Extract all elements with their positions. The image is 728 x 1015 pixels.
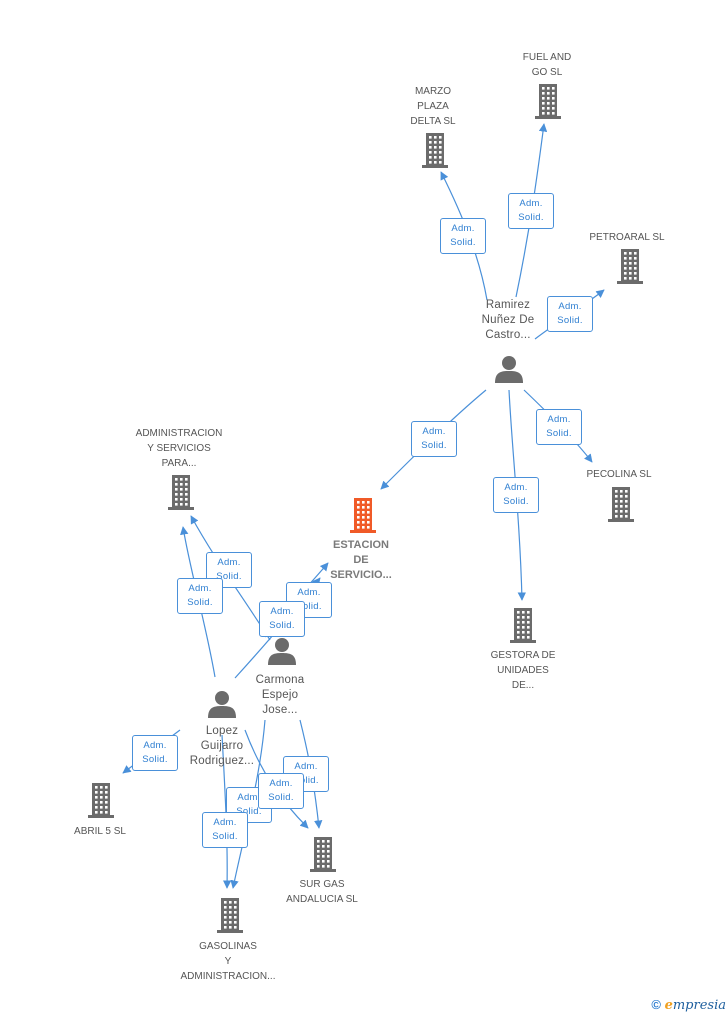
edge-role-badge[interactable]: Adm. Solid. (258, 773, 304, 809)
person-icon[interactable] (268, 638, 296, 665)
node-label-sur-gas[interactable]: SUR GAS ANDALUCIA SL (286, 879, 358, 905)
badge-line-2: Solid. (293, 775, 319, 786)
badge-line-1: Adm. (422, 426, 446, 437)
badge-line-1: Adm. (558, 301, 582, 312)
brand-name: mpresia (672, 998, 726, 1013)
company-building-icon[interactable] (535, 84, 561, 119)
badge-line-2: Solid. (450, 237, 476, 248)
badge-line-1: Adm. (237, 792, 261, 803)
empresia-brand[interactable]: © empresia (651, 997, 726, 1013)
company-building-icon[interactable] (217, 898, 243, 933)
company-building-icon[interactable] (422, 133, 448, 168)
badge-line-1: Adm. (519, 198, 543, 209)
node-label-lopez[interactable]: Lopez Guijarro Rodriguez... (189, 725, 255, 767)
badge-line-1: Adm. (213, 817, 237, 828)
edge-role-badge[interactable]: Adm. Solid. (177, 578, 223, 614)
badge-line-1: Adm. (451, 223, 475, 234)
badge-line-2: Solid. (236, 806, 262, 817)
node-label-estacion[interactable]: ESTACION DE SERVICIO... (330, 539, 392, 581)
company-building-icon[interactable] (310, 837, 336, 872)
node-label-marzo-plaza[interactable]: MARZO PLAZA DELTA SL (410, 86, 456, 127)
node-label-gestora[interactable]: GESTORA DE UNIDADES DE... (490, 650, 556, 691)
company-building-icon[interactable] (617, 249, 643, 284)
edge-role-badge[interactable]: Adm. Solid. (547, 296, 593, 332)
person-icon[interactable] (495, 356, 523, 383)
node-label-administracion-servicios[interactable]: ADMINISTRACION Y SERVICIOS PARA... (135, 428, 223, 469)
node-icons (88, 84, 643, 933)
edge-role-badge[interactable]: Adm. Solid. (411, 421, 457, 457)
badge-line-2: Solid. (518, 212, 544, 223)
badge-line-2: Solid. (142, 754, 168, 765)
badge-line-1: Adm. (547, 414, 571, 425)
edge-role-badge[interactable]: Adm. Solid. (440, 218, 486, 254)
badge-line-2: Solid. (212, 831, 238, 842)
node-label-petroaral[interactable]: PETROARAL SL (589, 232, 665, 243)
badge-line-2: Solid. (269, 620, 295, 631)
badge-line-2: Solid. (421, 440, 447, 451)
edge-role-badge[interactable]: Adm. Solid. (493, 477, 539, 513)
node-label-carmona[interactable]: Carmona Espejo Jose... (255, 674, 305, 716)
edge-role-badge[interactable]: Adm. Solid. (202, 812, 248, 848)
badge-line-1: Adm. (297, 587, 321, 598)
badge-line-2: Solid. (216, 571, 242, 582)
badge-line-1: Adm. (143, 740, 167, 751)
edge-role-badge[interactable]: Adm. Solid. (286, 582, 332, 618)
person-icon[interactable] (208, 691, 236, 718)
badge-line-2: Solid. (268, 792, 294, 803)
company-building-icon[interactable] (168, 475, 194, 510)
badge-line-2: Solid. (187, 597, 213, 608)
node-label-abril5[interactable]: ABRIL 5 SL (74, 826, 126, 837)
badge-line-1: Adm. (294, 761, 318, 772)
badge-line-2: Solid. (557, 315, 583, 326)
edge-role-badge[interactable]: Adm. Solid. (508, 193, 554, 229)
badge-line-2: Solid. (503, 496, 529, 507)
brand-e: e (664, 998, 673, 1013)
badge-line-2: Solid. (296, 601, 322, 612)
company-building-icon[interactable] (88, 783, 114, 818)
company-building-icon[interactable] (510, 608, 536, 643)
badge-line-1: Adm. (270, 606, 294, 617)
edge-role-badge[interactable]: Adm. Solid. (259, 601, 305, 637)
edge-role-badge[interactable]: Adm. Solid. (132, 735, 178, 771)
badge-line-1: Adm. (269, 778, 293, 789)
node-label-pecolina[interactable]: PECOLINA SL (586, 469, 652, 480)
company-building-icon[interactable] (608, 487, 634, 522)
copyright-symbol: © (651, 997, 661, 1012)
focus-company-icon[interactable] (350, 498, 376, 533)
badge-line-1: Adm. (188, 583, 212, 594)
badge-line-1: Adm. (217, 557, 241, 568)
node-label-fuel-and-go[interactable]: FUEL AND GO SL (522, 52, 572, 78)
node-label-ramirez[interactable]: Ramirez Nuñez De Castro... (481, 299, 535, 341)
node-label-gasolinas[interactable]: GASOLINAS Y ADMINISTRACION... (180, 941, 276, 982)
badge-line-1: Adm. (504, 482, 528, 493)
edge-role-badge[interactable]: Adm. Solid. (536, 409, 582, 445)
badge-line-2: Solid. (546, 428, 572, 439)
